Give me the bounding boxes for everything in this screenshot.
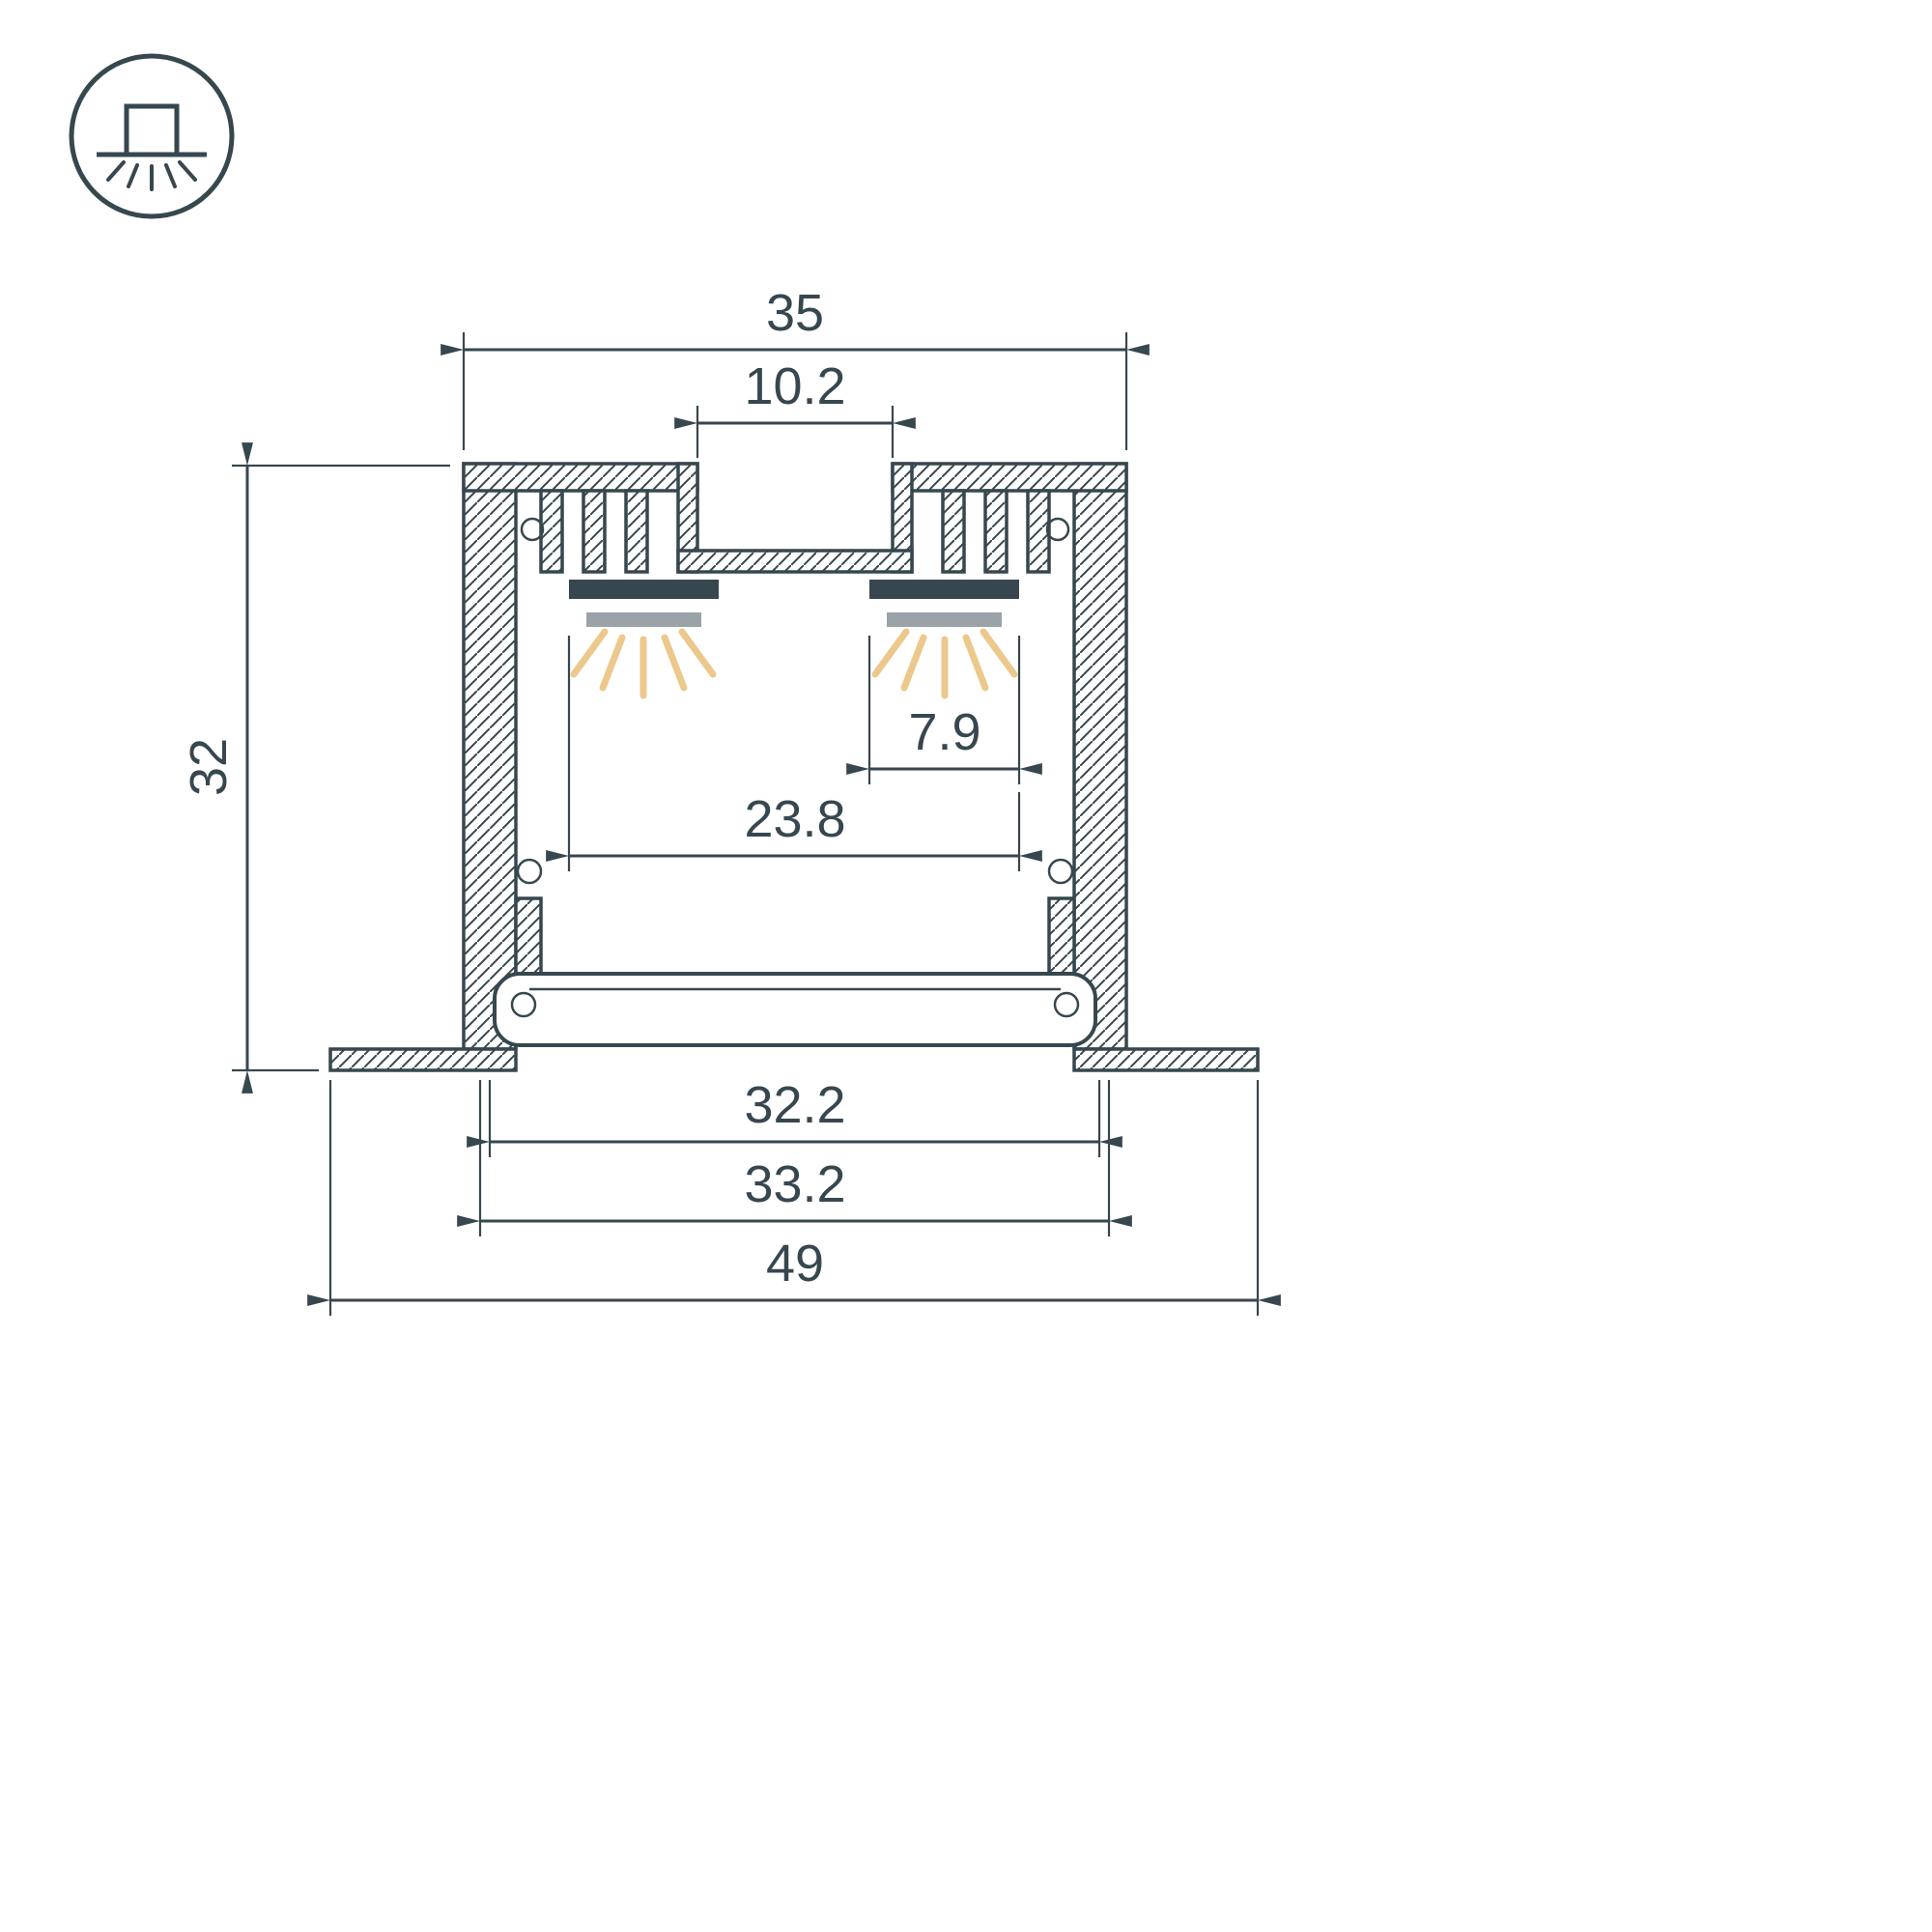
led-module-left [569, 580, 719, 699]
dimension-label-top-width: 35 [766, 284, 824, 342]
light-rays [570, 628, 717, 699]
dimension-flange-width: 49 [307, 1080, 1281, 1316]
fin-tooth [539, 489, 564, 574]
profile-cross-section [328, 462, 1260, 1072]
dimension-label-inner-width: 32.2 [744, 1076, 845, 1134]
dimension-body-width: 33.2 [457, 1080, 1132, 1236]
dimension-label-flange-width: 49 [766, 1235, 824, 1293]
dimension-slot-width: 10.2 [674, 357, 916, 458]
diffuser-lens [493, 972, 1097, 1047]
diffuser-curl-right [1053, 991, 1080, 1018]
fin-tooth [983, 489, 1009, 574]
right-wall [1072, 462, 1128, 1051]
led-bar [586, 612, 701, 627]
screw-channel-icon [1045, 517, 1070, 542]
top-plate-right [891, 462, 1128, 493]
dimension-inner-width: 32.2 [467, 1076, 1122, 1157]
dimension-label-led-width: 7.9 [908, 703, 980, 761]
icon-light-rays [106, 160, 197, 191]
fin-tooth [1026, 489, 1051, 574]
dimension-top-width: 35 [440, 284, 1150, 450]
top-plate-left [462, 462, 699, 493]
dimension-label-slot-width: 10.2 [744, 357, 845, 415]
dimension-label-leds-span: 23.8 [744, 790, 845, 848]
fin-tooth [624, 489, 649, 574]
flange-left [328, 1047, 518, 1072]
screw-channel-icon [1047, 858, 1074, 885]
flange-right [1072, 1047, 1260, 1072]
fin-tooth [941, 489, 966, 574]
diffuser-curl-left [510, 991, 537, 1018]
light-rays [871, 628, 1018, 699]
wall-step-right [1047, 896, 1076, 976]
icon-circle [69, 53, 235, 219]
led-bar [887, 612, 1002, 627]
left-wall [462, 462, 518, 1051]
screw-channel-icon [520, 517, 545, 542]
recessed-mount-icon [69, 53, 235, 219]
led-pcb [869, 580, 1019, 599]
dimension-label-height: 32 [180, 738, 238, 796]
slot-floor [676, 549, 914, 574]
led-module-right [869, 580, 1019, 699]
fin-tooth [582, 489, 607, 574]
dimension-height: 32 [180, 442, 450, 1094]
dimension-leds-span: 23.8 [546, 636, 1042, 871]
screw-channel-icon [516, 858, 543, 885]
dimension-led-width: 7.9 [846, 636, 1042, 784]
wall-step-left [514, 896, 543, 976]
dimension-label-body-width: 33.2 [744, 1155, 845, 1213]
diffuser [493, 972, 1097, 1047]
led-pcb [569, 580, 719, 599]
